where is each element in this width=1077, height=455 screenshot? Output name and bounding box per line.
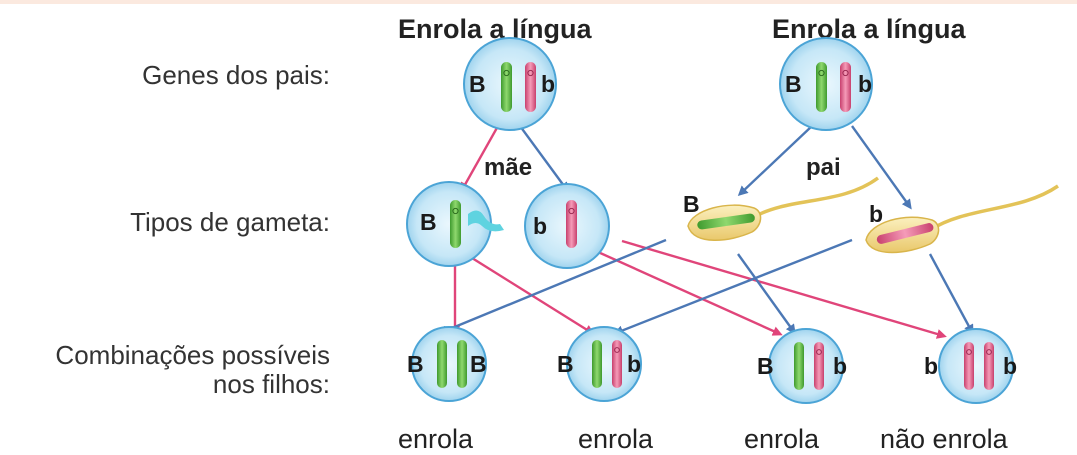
mother-allele-1: B [469,71,486,97]
arrow-egg2-to-child3 [597,250,783,336]
child3-allele-1: B [757,353,774,379]
child1-allele-2: B [470,351,487,377]
arrow-sperm2-to-child4 [928,253,974,335]
chromosome-dominant [450,200,461,248]
chromosome-recessive [814,342,824,390]
arrow-father-to-sperm2 [851,125,912,210]
child2-allele-2: b [627,351,641,377]
row-label-offspring-line1: Combinações possíveis [55,340,330,370]
arrow-egg2-to-child4 [621,239,947,339]
header-parent-right: Enrola a língua [772,14,966,44]
chromosome-recessive [525,62,536,112]
chromosome-recessive [612,340,622,388]
child2-allele-1: B [557,351,574,377]
father-label: pai [806,154,841,181]
sperm1-allele: B [683,191,700,217]
child4-allele-2: b [1003,353,1017,379]
child3-allele-2: b [833,353,847,379]
row-label-offspring-line2: nos filhos: [212,369,330,399]
chromosome-dominant [816,62,827,112]
child1-allele-1: B [407,351,424,377]
arrow-mother-to-egg1 [460,125,500,193]
egg-cell-b: b [524,183,610,269]
father-cell: B b [779,37,873,131]
mother-blue-arrow [519,125,569,193]
chromosome-recessive [964,342,974,390]
egg1-allele: B [420,209,437,235]
sperm-cell-B: B [683,176,880,241]
row-label-gamete-types: Tipos de gameta: [130,207,330,237]
chromosome-recessive [876,223,934,244]
chromosome-recessive [984,342,994,390]
chromatid-splash [468,210,504,232]
child-cell-Bb-2: B b [757,328,847,404]
child-cell-Bb-1: B b [557,326,642,402]
arrow-sperm1-to-child3 [737,253,796,335]
mother-allele-2: b [541,71,555,97]
arrow-mother-to-egg2 [519,125,569,193]
sperm-cell-b: b [865,184,1059,254]
chromosome-dominant [437,340,447,388]
father-allele-1: B [785,71,802,97]
chromosome-dominant [794,342,804,390]
child-cell-BB: B B [407,326,487,402]
father-arrows [437,125,974,336]
arrow-sperm1-to-child1 [437,238,667,335]
top-border [0,0,1077,4]
egg2-allele: b [533,213,547,239]
mother-label: mãe [484,154,533,181]
child4-allele-1: b [924,353,938,379]
father-allele-2: b [858,71,872,97]
egg-cell-B: B [406,181,504,267]
chromosome-recessive [840,62,851,112]
child-cell-bb: b b [924,328,1017,404]
arrow-father-to-sperm1 [737,125,813,197]
chromosome-dominant [592,340,602,388]
chromosome-dominant [457,340,467,388]
header-parent-left: Enrola a língua [398,14,592,44]
chromosome-recessive [566,200,577,248]
sperm2-allele: b [869,201,883,227]
row-label-parent-genes: Genes dos pais: [142,60,330,90]
chromosome-dominant [501,62,512,112]
mother-cell: B b [463,37,557,131]
chromosome-dominant [697,213,755,230]
arrow-sperm2-to-child2 [613,238,853,336]
